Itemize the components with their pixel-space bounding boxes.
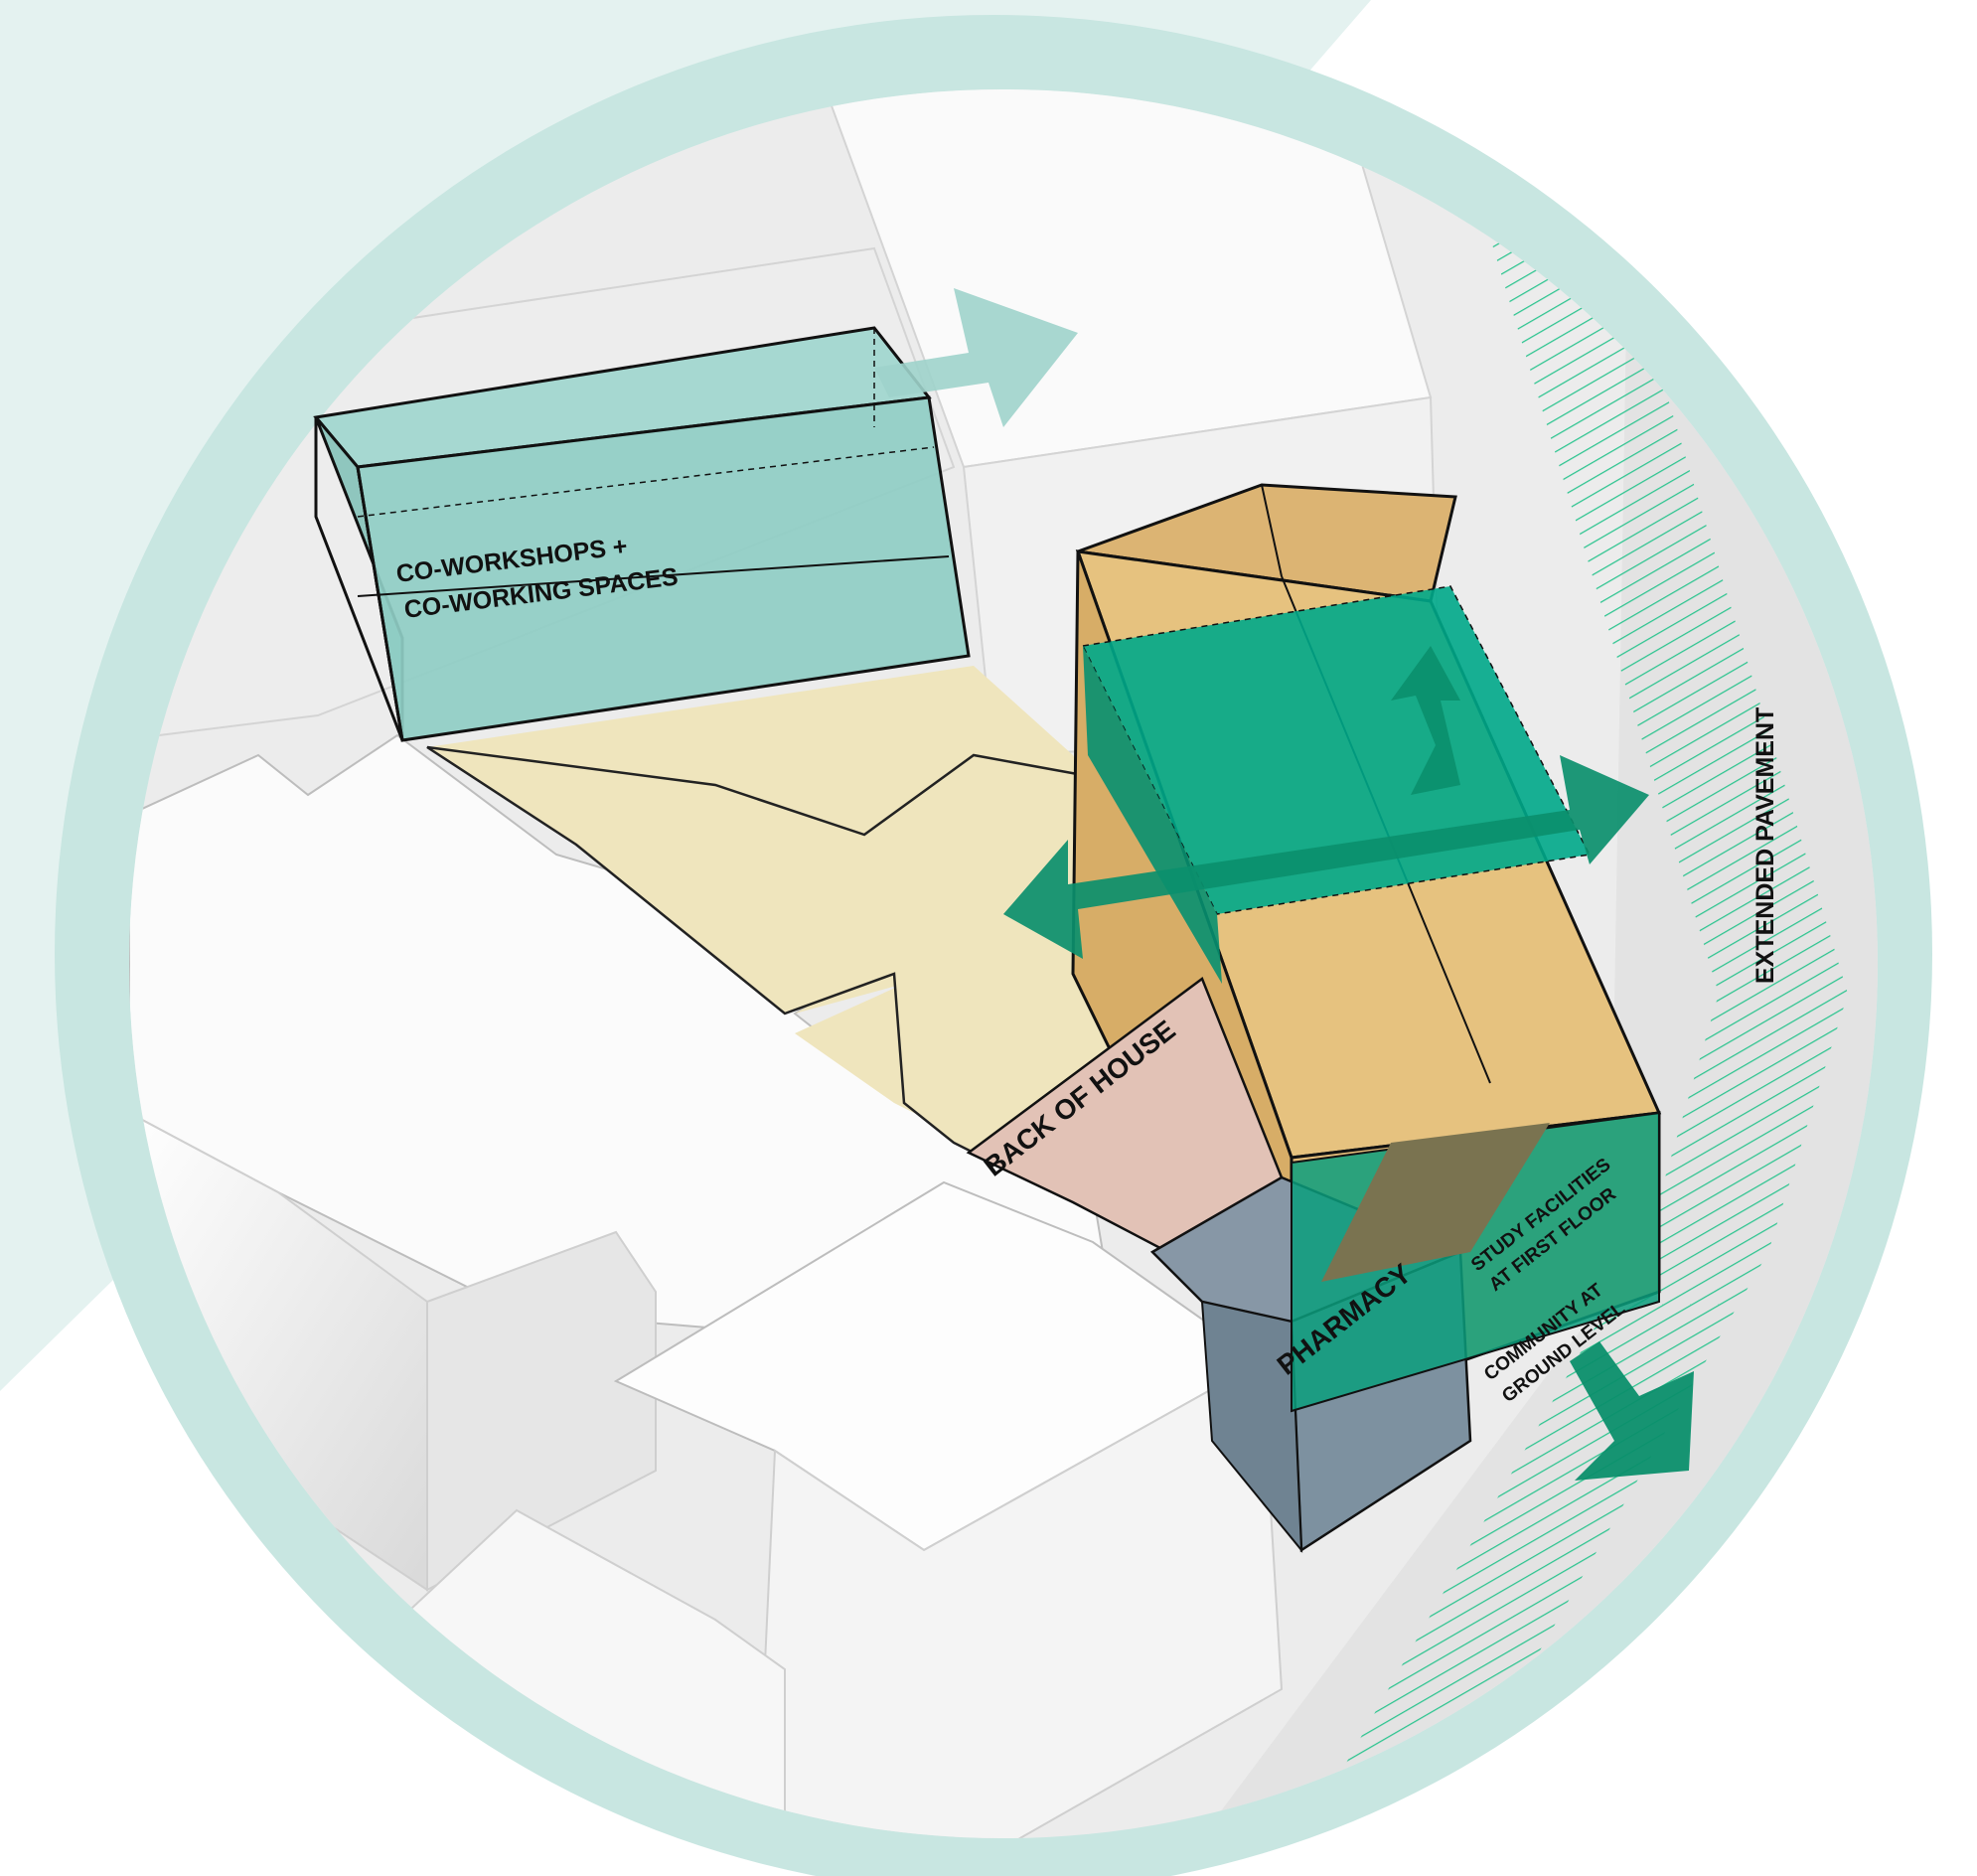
extended-pavement-label: EXTENDED PAVEMENT (1751, 707, 1779, 984)
